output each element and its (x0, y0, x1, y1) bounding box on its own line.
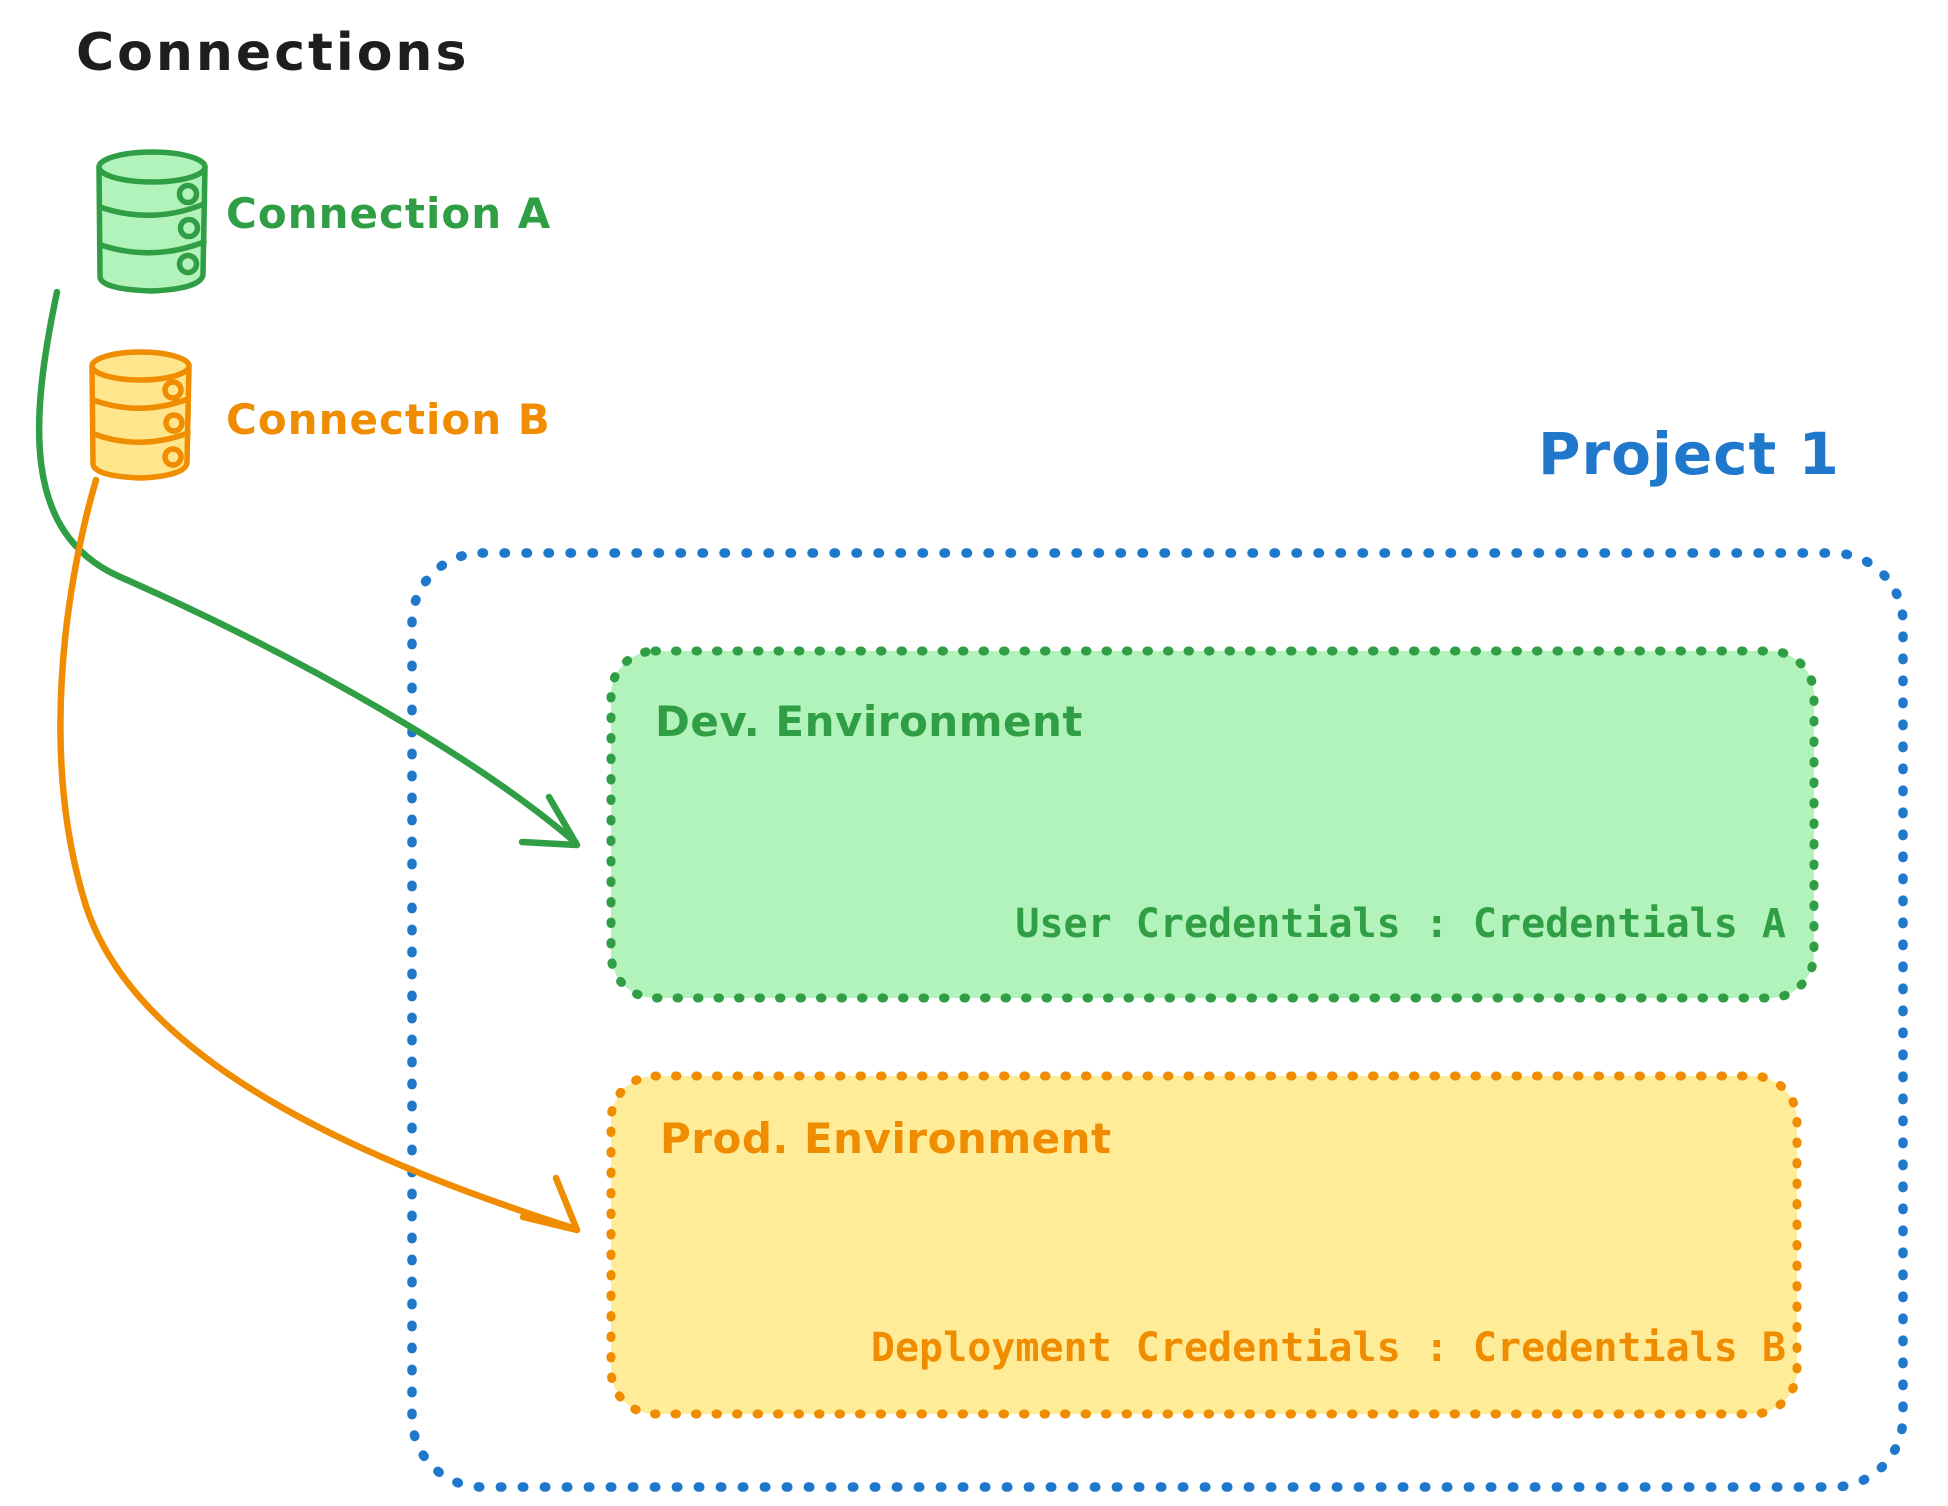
dev-environment-title: Dev. Environment (655, 697, 1083, 746)
dev-environment-credentials: User Credentials : Credentials A (1015, 901, 1786, 947)
database-icon-connection-b (89, 349, 192, 481)
prod-environment-title: Prod. Environment (660, 1114, 1112, 1163)
connection-a-label: Connection A (226, 189, 552, 238)
arrowhead-icon (518, 793, 581, 849)
prod-environment-credentials: Deployment Credentials : Credentials B (870, 1325, 1786, 1371)
connection-b-label: Connection B (226, 395, 551, 444)
project-title: Project 1 (1538, 420, 1840, 488)
arrow-connection-a-to-dev (35, 288, 581, 849)
project-container-border (407, 548, 1908, 1492)
dev-environment-box (606, 646, 1819, 1003)
diagram-title: Connections (76, 23, 470, 83)
prod-environment-box (606, 1071, 1802, 1419)
arrowhead-icon (519, 1174, 581, 1234)
arrow-connection-b-to-prod (57, 476, 581, 1234)
database-icon-connection-a (96, 149, 208, 294)
